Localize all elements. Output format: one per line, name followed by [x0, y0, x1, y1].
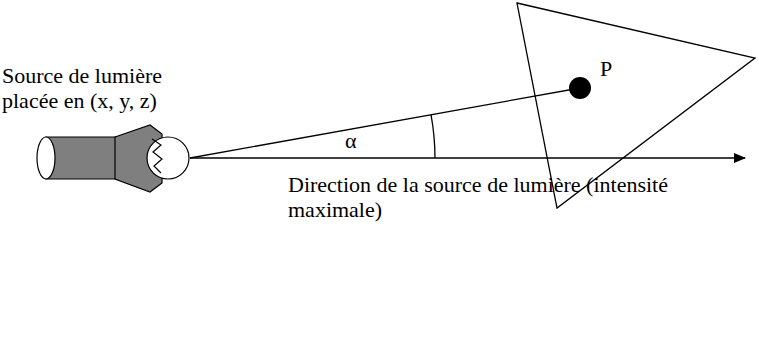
angle-arc: [431, 115, 435, 158]
angle-label: α: [345, 130, 357, 152]
direction-arrow: [190, 157, 745, 158]
point-dot: [569, 77, 591, 99]
source-label: Source de lumière placée en (x, y, z): [2, 63, 197, 113]
direction-label: Direction de la source de lumière (inten…: [288, 172, 668, 222]
point-label: P: [600, 56, 612, 81]
flashlight-icon: [37, 125, 189, 192]
light-ray: [190, 88, 580, 158]
